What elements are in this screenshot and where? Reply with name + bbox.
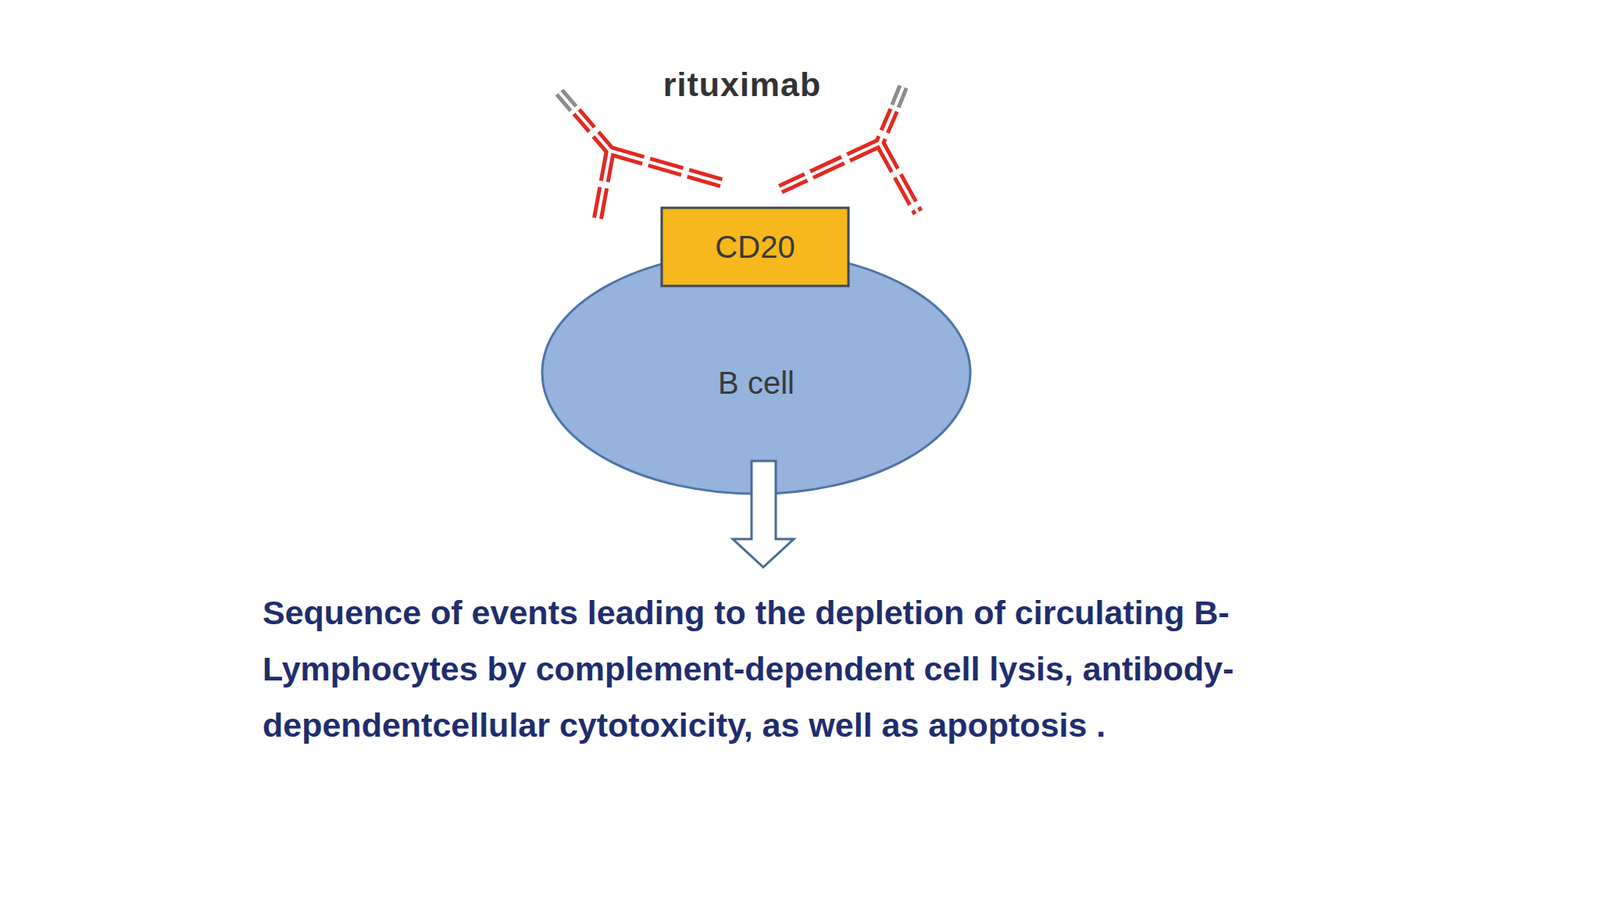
antibody-gap <box>879 142 918 213</box>
antibody-tip-gap <box>895 86 904 107</box>
node-text: B cell <box>717 345 795 401</box>
antibody-gap <box>879 110 894 143</box>
box-shape <box>661 207 849 286</box>
antibody-stem <box>879 142 918 213</box>
antibody-tip-gap <box>559 92 574 109</box>
antibody-tip <box>895 86 904 107</box>
antibody-arm <box>879 110 894 143</box>
right-antibody <box>780 86 918 213</box>
node-text: CD20 <box>714 229 795 265</box>
antibody-arm <box>576 111 611 151</box>
caption-text: Sequence of events leading to the deplet… <box>262 584 1240 754</box>
protein-box: CD20 <box>660 206 850 288</box>
antibody-tip <box>559 92 574 109</box>
antibody-arm <box>780 142 880 190</box>
cell-shape <box>542 251 971 494</box>
antibody-gap <box>780 142 880 190</box>
antibody-gap <box>576 111 611 151</box>
antibody-gap <box>610 150 725 184</box>
antibody-label: rituximab <box>593 65 891 104</box>
antibody-arm <box>610 150 725 184</box>
antibody-gap <box>596 150 611 223</box>
left-antibody <box>559 92 725 223</box>
antibody-stem <box>596 150 611 223</box>
